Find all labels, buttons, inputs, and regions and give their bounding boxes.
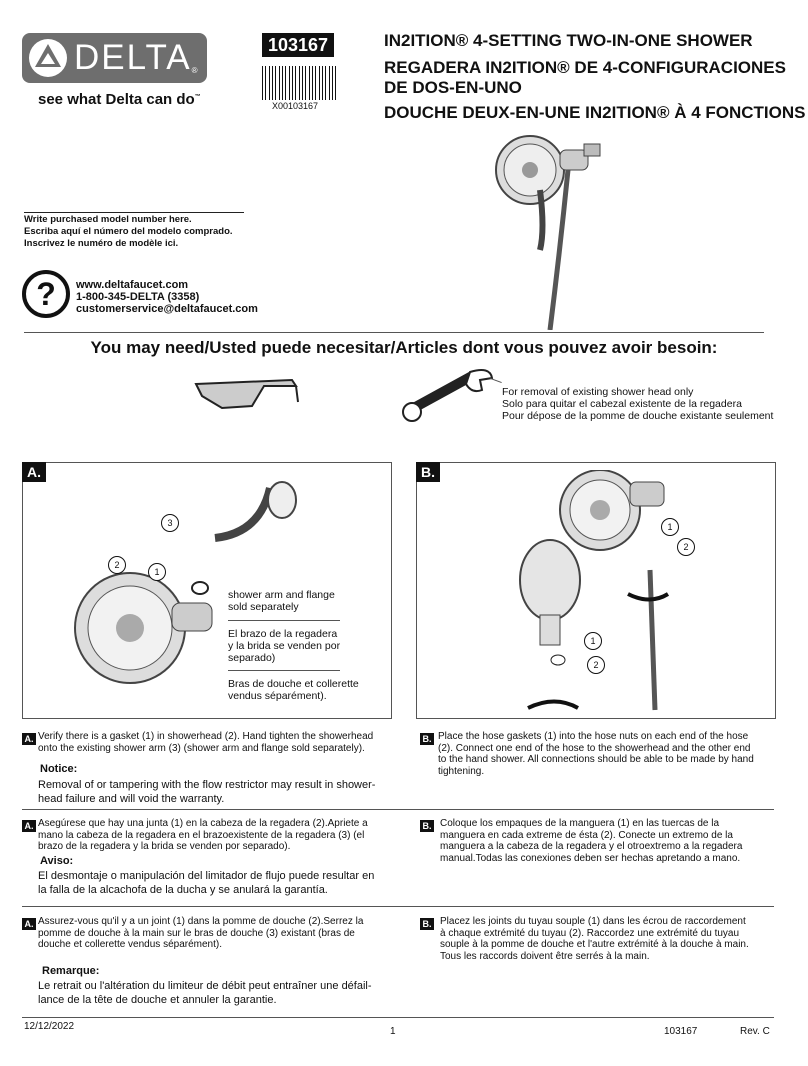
tagline: see what Delta can do™ — [38, 91, 201, 108]
product-illustration — [495, 135, 601, 330]
logo-text: DELTA — [74, 38, 192, 77]
notice-heading-fr: Remarque: — [42, 965, 100, 977]
sold-divider-2 — [228, 670, 340, 671]
title-en: IN2ITION® 4-SETTING TWO-IN-ONE SHOWER — [384, 31, 753, 50]
notice-heading-es: Aviso: — [40, 855, 74, 867]
callout-a-2: 2 — [108, 556, 126, 574]
barcode-bar — [272, 66, 273, 100]
notice-text-es: El desmontaje o manipulación del limitad… — [38, 870, 375, 896]
barcode-bar — [315, 66, 316, 100]
barcode-bar — [282, 66, 283, 100]
barcode-bar — [279, 66, 280, 100]
phone-number: 1-800-345-DELTA (3358) — [76, 291, 200, 303]
step-a-fr-badge: A. — [22, 918, 36, 930]
step-b-es-badge: B. — [420, 820, 434, 832]
barcode-bar — [292, 66, 293, 100]
barcode-bar — [299, 66, 300, 100]
notice-heading-en: Notice: — [40, 763, 78, 775]
barcode-bar — [329, 66, 330, 100]
website-link[interactable]: www.deltafaucet.com — [76, 279, 189, 291]
barcode-number: X00103167 — [272, 101, 319, 111]
footer-model: 103167 — [664, 1026, 698, 1037]
model-write-text: Write purchased model number here. Escri… — [24, 214, 233, 249]
callout-a-1: 1 — [148, 563, 166, 581]
divider-es-fr — [22, 906, 774, 907]
barcode-bar — [295, 66, 296, 100]
logo-registered: ® — [191, 66, 198, 75]
notice-text-en: Removal of or tampering with the flow re… — [38, 779, 376, 805]
panel-b-illustration — [519, 470, 670, 711]
title-es-2: DE DOS-EN-UNO — [384, 78, 522, 97]
barcode-bar — [262, 66, 263, 100]
barcode-bar — [335, 66, 336, 100]
title-es-1: REGADERA IN2ITION® DE 4-CONFIGURACIONES — [384, 58, 786, 77]
barcode-bar — [312, 66, 313, 100]
barcode-bar — [305, 66, 306, 100]
sold-divider-1 — [228, 620, 340, 621]
barcode-bar — [322, 66, 323, 100]
barcode-bar — [285, 66, 286, 100]
notice-text-fr: Le retrait ou l'altération du limiteur d… — [38, 980, 372, 1006]
step-a-en-badge: A. — [22, 733, 36, 745]
barcode-bar — [309, 66, 310, 100]
step-b-en-text: Place the hose gaskets (1) into the hose… — [438, 731, 754, 777]
delta-triangle-icon — [29, 39, 67, 77]
barcode-bar — [269, 66, 270, 100]
email-link[interactable]: customerservice@deltafaucet.com — [76, 303, 258, 315]
panel-a — [22, 462, 392, 719]
step-a-en-text: Verify there is a gasket (1) in showerhe… — [38, 731, 374, 754]
divider-en-es — [22, 809, 774, 810]
barcode-bar — [319, 66, 320, 100]
barcode — [262, 66, 336, 100]
model-write-line — [24, 212, 244, 213]
footer-rule — [22, 1017, 774, 1018]
title-fr: DOUCHE DEUX-EN-UNE IN2ITION® À 4 FONCTIO… — [384, 103, 806, 122]
callout-b-1-bottom: 1 — [584, 632, 602, 650]
barcode-bar — [302, 66, 303, 100]
barcode-bar — [265, 66, 266, 100]
callout-a-3: 3 — [161, 514, 179, 532]
step-b-fr-badge: B. — [420, 918, 434, 930]
wrench-icon — [402, 369, 494, 422]
safety-glasses-icon — [194, 378, 299, 410]
barcode-bar — [332, 66, 333, 100]
panel-b-label: B. — [416, 462, 440, 482]
footer-date: 12/12/2022 — [24, 1021, 75, 1032]
divider — [24, 332, 764, 333]
barcode-bar — [289, 66, 290, 100]
panel-a-label: A. — [22, 462, 46, 482]
barcode-bar — [325, 66, 326, 100]
step-a-es-text: Asegúrese que hay una junta (1) en la ca… — [38, 818, 368, 852]
callout-b-1-top: 1 — [661, 518, 679, 536]
callout-b-2-bottom: 2 — [587, 656, 605, 674]
delta-logo: DELTA ® — [22, 33, 207, 83]
contact-info: www.deltafaucet.com 1-800-345-DELTA (335… — [76, 279, 258, 315]
step-b-fr-text: Placez les joints du tuyau souple (1) da… — [440, 916, 749, 962]
step-a-fr-text: Assurez-vous qu'il y a un joint (1) dans… — [38, 916, 364, 950]
footer-rev: Rev. C — [740, 1026, 770, 1037]
panel-b — [416, 462, 776, 719]
tools-heading: You may need/Usted puede necesitar/Artic… — [90, 338, 718, 357]
callout-b-2-top: 2 — [677, 538, 695, 556]
model-number-box: 103167 — [262, 33, 334, 57]
barcode-bar — [275, 66, 276, 100]
footer-page: 1 — [390, 1026, 396, 1037]
wrench-note: For removal of existing shower head only… — [502, 386, 774, 422]
step-a-es-badge: A. — [22, 820, 36, 832]
panel-a-illustration — [74, 481, 297, 684]
step-b-en-badge: B. — [420, 733, 434, 745]
help-icon: ? — [22, 270, 70, 318]
step-b-es-text: Coloque los empaques de la manguera (1) … — [440, 818, 743, 864]
